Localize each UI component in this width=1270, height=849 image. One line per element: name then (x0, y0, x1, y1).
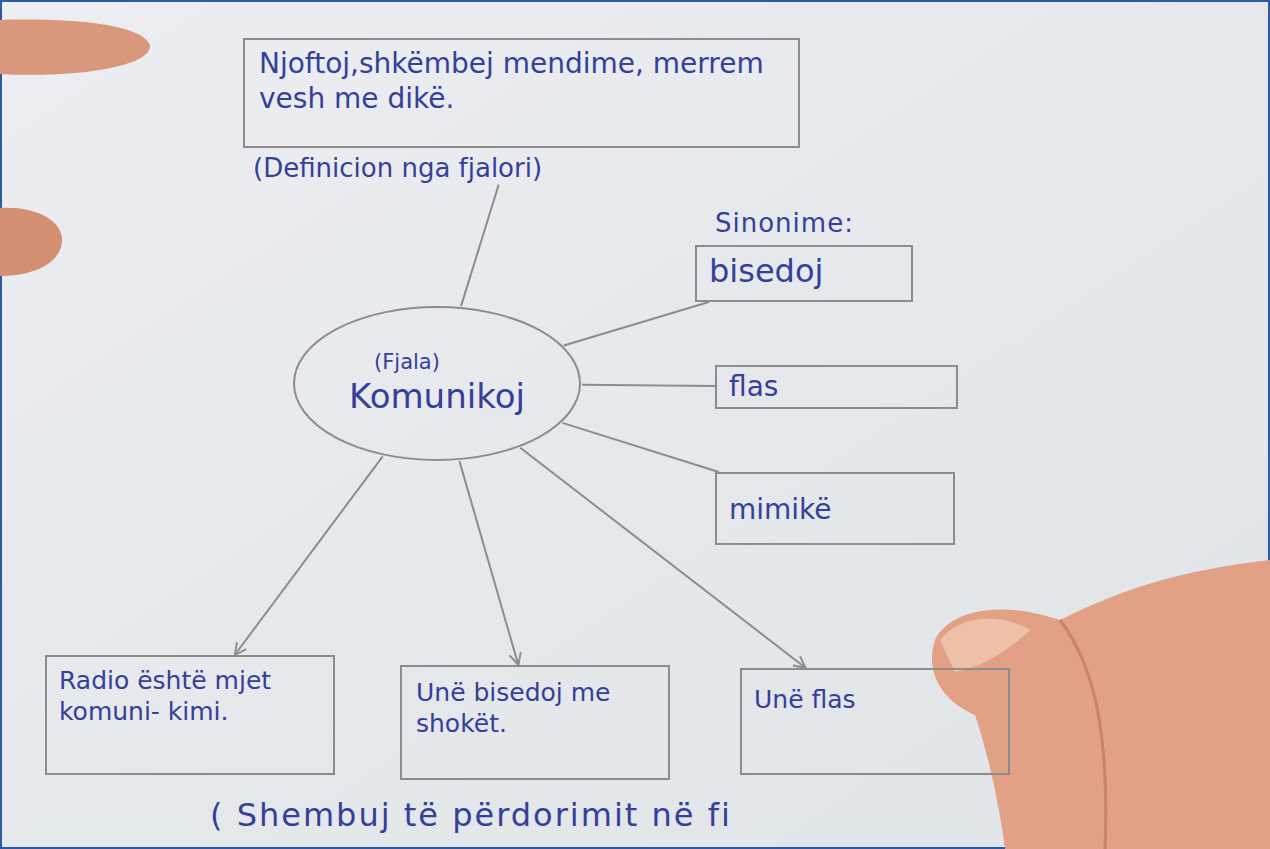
connector-line (582, 385, 715, 386)
box-outline: Njoftoj,shkëmbej mendime, merrem vesh me… (243, 38, 800, 148)
fingernail (940, 619, 1030, 672)
example-box: Unë bisedoj me shokët. (400, 665, 670, 780)
finger (0, 208, 62, 276)
example-box: Radio është mjet komuni- kimi. (45, 655, 335, 775)
examples-caption: ( Shembuj të përdorimit në fi (210, 796, 732, 834)
synonyms-heading: Sinonime: (715, 208, 854, 238)
hand (932, 560, 1270, 849)
node-text: Unë bisedoj me shokët. (416, 677, 654, 740)
synonym-box: bisedoj (695, 245, 913, 302)
ellipse-outline: (Fjala)Komunikoj (292, 305, 582, 462)
connector-line (461, 185, 499, 307)
node-text: Njoftoj,shkëmbej mendime, merrem vesh me… (259, 46, 784, 116)
dictionary-note: (Definicion nga fjalori) (253, 152, 800, 185)
synonym-box: flas (715, 365, 958, 409)
box-outline: flas (715, 365, 958, 409)
connector-arrow (235, 456, 383, 655)
definition-box: Njoftoj,shkëmbej mendime, merrem vesh me… (243, 38, 800, 185)
finger-crease (1060, 620, 1106, 849)
ellipse-outline (294, 307, 580, 460)
box-outline: Radio është mjet komuni- kimi. (45, 655, 335, 775)
node-subtext: Komunikoj (349, 375, 525, 418)
connector-arrow (520, 448, 805, 668)
box-outline: Unë flas (740, 668, 1010, 775)
box-outline: Unë bisedoj me shokët. (400, 665, 670, 780)
node-text: (Fjala) (374, 349, 440, 375)
box-outline: bisedoj (695, 245, 913, 302)
box-outline: mimikë (715, 472, 955, 545)
node-text: Radio është mjet komuni- kimi. (59, 665, 321, 728)
connector-arrow (459, 461, 518, 665)
node-text: bisedoj (709, 251, 899, 291)
node-text: mimikë (729, 492, 941, 527)
node-text: flas (729, 369, 944, 404)
example-box: Unë flas (740, 668, 1010, 775)
word-ellipse: (Fjala)Komunikoj (292, 305, 582, 462)
synonym-box: mimikë (715, 472, 955, 545)
node-text: Unë flas (754, 684, 996, 715)
connector-line (562, 423, 718, 472)
finger (0, 20, 150, 75)
connector-line (564, 302, 709, 345)
